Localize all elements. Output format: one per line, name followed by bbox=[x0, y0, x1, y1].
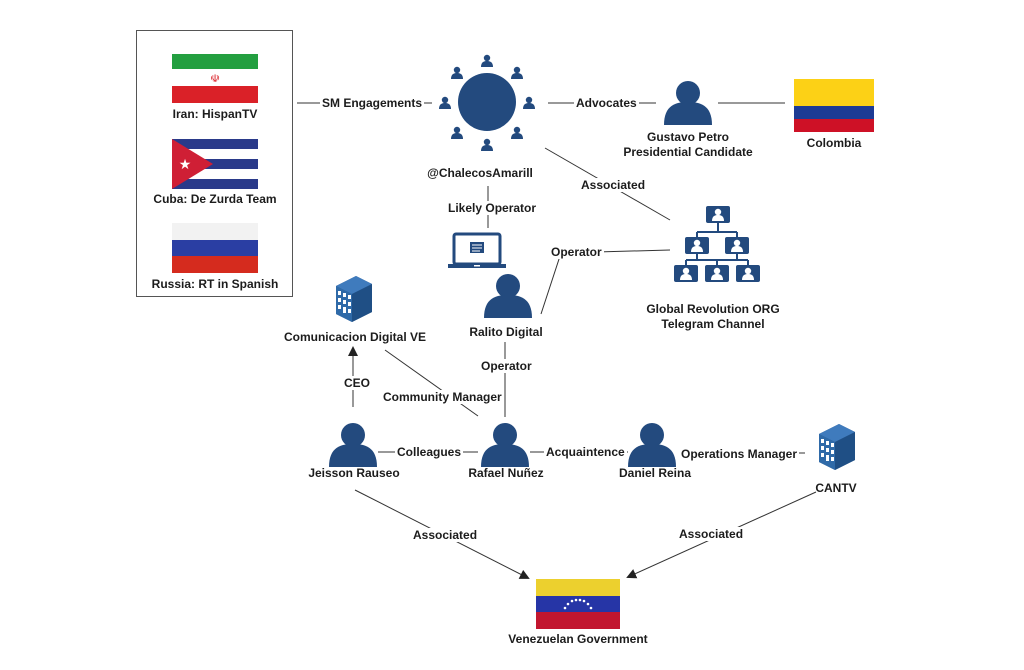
edge-label-community-manager: Community Manager bbox=[381, 390, 504, 404]
edge-label-associated-global: Associated bbox=[579, 178, 648, 192]
edge-label-ceo: CEO bbox=[342, 376, 373, 390]
org-chart-icon[interactable] bbox=[674, 206, 760, 282]
laptop-icon[interactable] bbox=[448, 232, 506, 268]
node-label-venezuela: Venezuelan Government bbox=[508, 632, 648, 646]
iran-flag[interactable]: ☫ bbox=[172, 54, 258, 103]
edge-label-sm-engagements: SM Engagements bbox=[320, 96, 425, 110]
edge-label-colleagues: Colleagues bbox=[395, 445, 464, 459]
edge-label-operator-rafael: Operator bbox=[479, 359, 534, 373]
venezuela-stars bbox=[563, 598, 593, 610]
person-icon-ralito[interactable] bbox=[484, 274, 532, 318]
legend-label-russia: Russia: RT in Spanish bbox=[151, 277, 279, 291]
node-label-jeisson: Jeisson Rauseo bbox=[308, 466, 400, 480]
node-label-colombia: Colombia bbox=[806, 136, 862, 150]
russia-flag[interactable] bbox=[172, 223, 258, 273]
legend-box bbox=[136, 30, 293, 297]
edge-label-operator-global: Operator bbox=[549, 245, 604, 259]
node-label-global-rev-2: Telegram Channel bbox=[661, 317, 765, 331]
edge-label-associated-jeisson: Associated bbox=[411, 528, 480, 542]
svg-text:☫: ☫ bbox=[210, 72, 220, 85]
person-icon-daniel[interactable] bbox=[628, 423, 676, 467]
edge-label-operations-manager: Operations Manager bbox=[679, 447, 800, 461]
legend-label-cuba: Cuba: De Zurda Team bbox=[153, 192, 277, 206]
node-label-daniel: Daniel Reina bbox=[618, 466, 692, 480]
venezuela-flag[interactable] bbox=[536, 579, 620, 629]
node-label-rafael: Rafael Nuñez bbox=[468, 466, 544, 480]
node-label-chalecos: @ChalecosAmarill bbox=[427, 166, 533, 180]
person-icon-rafael[interactable] bbox=[481, 423, 529, 467]
node-label-cantv: CANTV bbox=[815, 481, 857, 495]
social-network-icon[interactable] bbox=[439, 54, 535, 151]
legend-label-iran: Iran: HispanTV bbox=[172, 107, 258, 121]
svg-text:★: ★ bbox=[179, 157, 192, 173]
person-icon-petro[interactable] bbox=[664, 81, 712, 125]
building-icon-cantv[interactable] bbox=[819, 424, 855, 470]
node-label-petro-role: Presidential Candidate bbox=[623, 145, 753, 159]
edge-label-associated-cantv: Associated bbox=[677, 527, 746, 541]
edge-community-manager bbox=[384, 349, 479, 417]
node-label-ralito: Ralito Digital bbox=[469, 325, 543, 339]
edge-label-advocates: Advocates bbox=[574, 96, 639, 110]
person-icon-jeisson[interactable] bbox=[329, 423, 377, 467]
node-label-petro-name: Gustavo Petro bbox=[646, 130, 730, 144]
edge-label-acquaintence: Acquaintence bbox=[544, 445, 627, 459]
node-label-global-rev-1: Global Revolution ORG bbox=[646, 302, 780, 316]
cuba-flag[interactable]: ★ bbox=[172, 139, 258, 189]
edge-label-likely-operator: Likely Operator bbox=[446, 201, 539, 215]
colombia-flag[interactable] bbox=[794, 79, 874, 132]
building-icon-comunicacion[interactable] bbox=[336, 276, 372, 322]
node-label-comunicacion: Comunicacion Digital VE bbox=[283, 330, 427, 344]
